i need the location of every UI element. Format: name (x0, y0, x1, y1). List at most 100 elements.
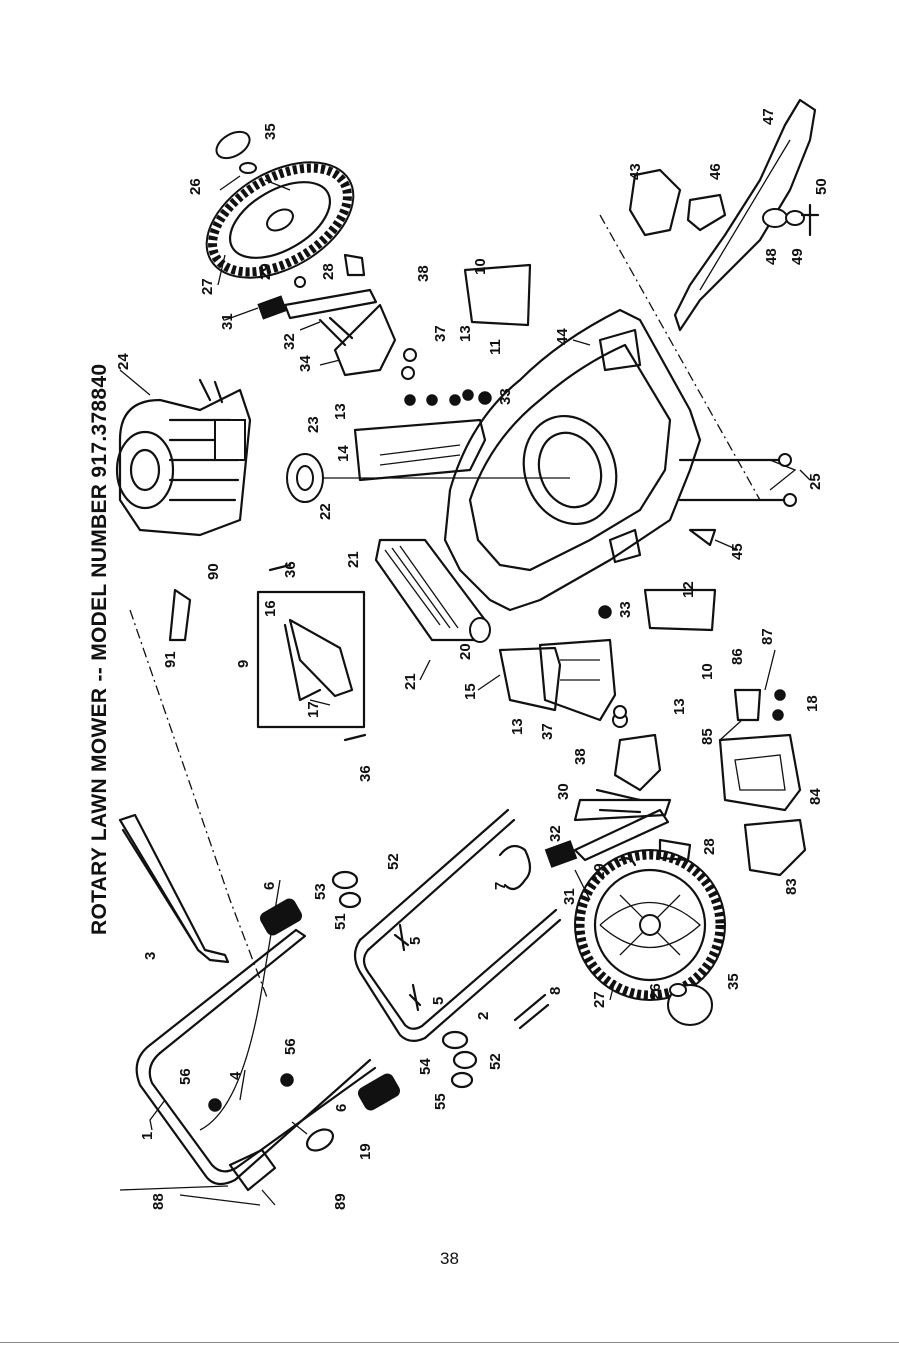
diagram-title: ROTARY LAWN MOWER -- MODEL NUMBER 917.37… (88, 364, 111, 935)
callout-90: 90 (205, 563, 222, 580)
callout-8: 8 (547, 987, 564, 995)
callout-29b: 29 (591, 863, 608, 880)
hub-cap-lower (668, 984, 712, 1025)
callout-37a: 37 (432, 325, 449, 342)
starter-rope-handle (292, 1122, 337, 1155)
page-bottom-rule (0, 1342, 899, 1343)
callout-4: 4 (227, 1071, 244, 1080)
callout-1: 1 (139, 1132, 156, 1140)
callout-35a: 35 (262, 123, 279, 140)
callout-21b: 21 (402, 673, 419, 690)
callout-labels: 1 2 3 4 5 5 6 6 7 8 9 10 10 11 12 13 13 … (115, 108, 830, 1210)
callout-32a: 32 (281, 333, 298, 350)
callout-12: 12 (680, 581, 697, 598)
callout-18: 18 (804, 695, 821, 712)
callout-49: 49 (789, 248, 806, 265)
callout-52a: 52 (385, 853, 402, 870)
door-hinge (735, 690, 785, 720)
rear-deflector (376, 540, 490, 642)
page-number: 38 (0, 1249, 899, 1269)
cutter-deck (445, 310, 700, 610)
rear-wheel-upper (187, 138, 374, 301)
callout-44: 44 (554, 328, 571, 345)
callout-84: 84 (807, 788, 824, 805)
callout-53: 53 (312, 883, 329, 900)
callout-27a: 27 (199, 278, 216, 295)
callout-36a: 36 (282, 561, 299, 578)
callout-56b: 56 (282, 1038, 299, 1055)
callout-26a: 26 (187, 178, 204, 195)
callout-30: 30 (555, 783, 572, 800)
callout-43: 43 (627, 163, 644, 180)
hub-cap-upper (212, 126, 256, 173)
callout-54: 54 (417, 1058, 434, 1075)
engine-adapter (287, 454, 570, 502)
callout-28a: 28 (320, 263, 337, 280)
blade-alignment-line (600, 215, 760, 500)
callout-35b: 35 (725, 973, 742, 990)
callout-13b: 13 (457, 325, 474, 342)
upper-handle (137, 930, 375, 1184)
callout-7: 7 (492, 882, 509, 890)
callout-36b: 36 (357, 765, 374, 782)
callout-10b: 10 (699, 663, 716, 680)
callout-83: 83 (783, 878, 800, 895)
callout-38b: 38 (572, 748, 589, 765)
mount-bracket (690, 530, 715, 545)
deflector-bracket (500, 648, 560, 710)
side-discharge-door (720, 735, 800, 810)
mulch-plug (745, 820, 805, 875)
callout-6a: 6 (261, 882, 278, 890)
callout-46: 46 (707, 163, 724, 180)
callout-10a: 10 (472, 258, 489, 275)
callout-89: 89 (332, 1193, 349, 1210)
blade-adapter-parts (630, 170, 818, 235)
callout-6b: 6 (333, 1104, 350, 1112)
callout-56a: 56 (177, 1068, 194, 1085)
callout-15: 15 (462, 683, 479, 700)
callout-24: 24 (115, 353, 132, 370)
callout-17: 17 (305, 701, 322, 718)
callout-37b: 37 (539, 723, 556, 740)
callout-52b: 52 (487, 1053, 504, 1070)
callout-87: 87 (759, 628, 776, 645)
callout-34: 34 (297, 355, 314, 372)
callout-33b: 33 (617, 601, 634, 618)
callout-13a: 13 (332, 403, 349, 420)
callout-19: 19 (357, 1143, 374, 1160)
callout-14: 14 (335, 445, 352, 462)
engine (117, 380, 250, 535)
callout-21a: 21 (345, 551, 362, 568)
callout-27b: 27 (591, 991, 608, 1008)
callout-16: 16 (262, 600, 279, 617)
callout-2: 2 (475, 1012, 492, 1020)
callout-38a: 38 (415, 265, 432, 282)
callout-33a: 33 (497, 388, 514, 405)
callout-13c: 13 (509, 718, 526, 735)
callout-86: 86 (729, 648, 746, 665)
handle-bracket (120, 815, 228, 962)
callout-31a: 31 (219, 313, 236, 330)
callout-28b: 28 (701, 838, 718, 855)
callout-91: 91 (162, 651, 179, 668)
callout-55: 55 (432, 1093, 449, 1110)
callout-26b: 26 (647, 983, 664, 1000)
callout-88: 88 (150, 1193, 167, 1210)
callout-29a: 29 (257, 263, 274, 280)
callout-47: 47 (760, 108, 777, 125)
callout-13d: 13 (671, 698, 688, 715)
left-trim-side (540, 640, 615, 720)
callout-23: 23 (305, 416, 322, 433)
callout-85: 85 (699, 728, 716, 745)
callout-5a: 5 (407, 937, 424, 945)
lower-handle (355, 810, 560, 1041)
callout-48: 48 (763, 248, 780, 265)
callout-20: 20 (457, 643, 474, 660)
callout-50: 50 (813, 178, 830, 195)
callout-25: 25 (807, 473, 824, 490)
callout-9: 9 (235, 660, 252, 668)
callout-11: 11 (487, 339, 504, 355)
callout-3: 3 (142, 952, 159, 960)
callout-31b: 31 (561, 888, 578, 905)
